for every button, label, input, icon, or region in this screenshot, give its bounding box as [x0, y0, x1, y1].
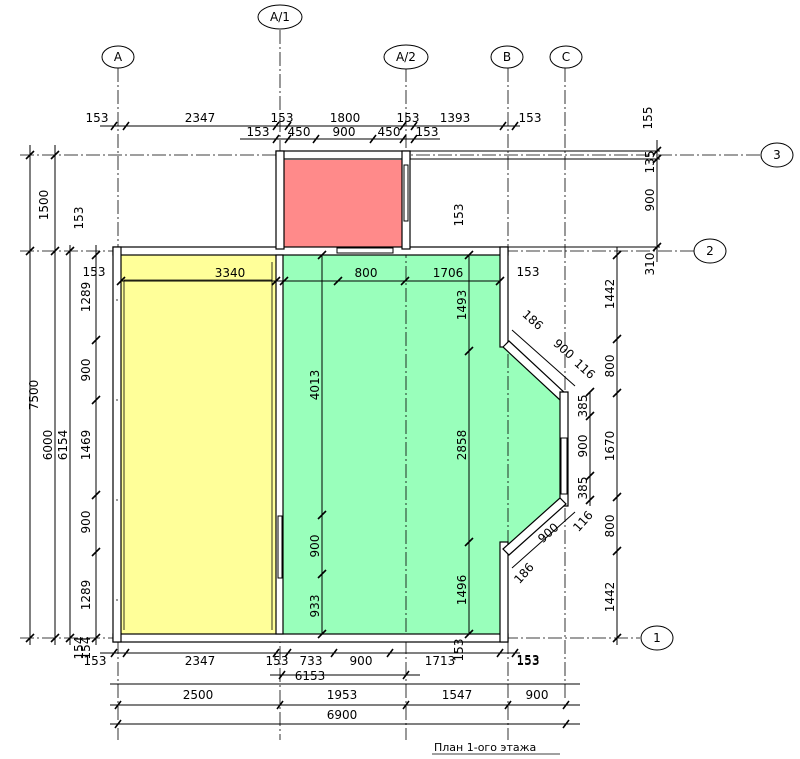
svg-text:6153: 6153	[295, 669, 326, 683]
dim-chain-bottom: 153 2347 153 733 900 1713 153 153 6153 2…	[72, 637, 580, 729]
svg-text:900: 900	[550, 336, 576, 362]
svg-text:A/1: A/1	[270, 10, 290, 24]
svg-text:186: 186	[511, 560, 537, 586]
svg-text:1670: 1670	[603, 431, 617, 462]
svg-text:2347: 2347	[185, 654, 216, 668]
room-porch-fill	[284, 160, 402, 248]
svg-text:385: 385	[576, 477, 590, 500]
plan-caption: План 1-ого этажа	[434, 741, 536, 754]
svg-text:900: 900	[79, 511, 93, 534]
svg-text:153: 153	[86, 111, 109, 125]
dim-chain-top: 153 2347 153 1800 153 1393 153 153 450 9…	[86, 107, 655, 144]
svg-text:1547: 1547	[442, 688, 473, 702]
svg-text:2500: 2500	[183, 688, 214, 702]
svg-text:3: 3	[773, 148, 781, 162]
svg-text:800: 800	[355, 266, 378, 280]
svg-text:1289: 1289	[79, 282, 93, 313]
svg-text:116: 116	[571, 356, 597, 382]
svg-text:1706: 1706	[433, 266, 464, 280]
svg-text:1800: 1800	[330, 111, 361, 125]
svg-text:1713: 1713	[425, 654, 456, 668]
axis-bubble-A: A	[101, 45, 135, 69]
svg-text:153: 153	[416, 125, 439, 139]
svg-text:7500: 7500	[27, 380, 41, 411]
svg-text:450: 450	[288, 125, 311, 139]
svg-text:933: 933	[308, 595, 322, 618]
svg-text:385: 385	[576, 395, 590, 418]
svg-text:153: 153	[247, 125, 270, 139]
svg-text:733: 733	[300, 654, 323, 668]
svg-text:153: 153	[397, 111, 420, 125]
svg-text:1442: 1442	[603, 279, 617, 310]
svg-text:116: 116	[570, 508, 596, 534]
svg-text:153: 153	[517, 265, 540, 279]
svg-text:900: 900	[79, 359, 93, 382]
room-main-fill	[283, 255, 560, 634]
svg-text:4013: 4013	[308, 370, 322, 401]
svg-text:1496: 1496	[455, 575, 469, 606]
svg-text:900: 900	[350, 654, 373, 668]
svg-text:900: 900	[526, 688, 549, 702]
svg-text:900: 900	[333, 125, 356, 139]
svg-text:1500: 1500	[37, 190, 51, 221]
svg-text:6900: 6900	[327, 708, 358, 722]
room-left-fill	[121, 255, 276, 634]
svg-text:2347: 2347	[185, 111, 216, 125]
svg-text:1469: 1469	[79, 430, 93, 461]
svg-text:153: 153	[83, 265, 106, 279]
svg-text:153: 153	[517, 654, 540, 668]
svg-text:153: 153	[452, 204, 466, 227]
svg-text:154: 154	[79, 637, 93, 660]
svg-text:155: 155	[641, 107, 655, 130]
svg-text:900: 900	[308, 535, 322, 558]
svg-text:450: 450	[378, 125, 401, 139]
svg-text:1: 1	[653, 631, 661, 645]
svg-text:153: 153	[517, 653, 540, 667]
axis-bubble-2: 2	[693, 238, 727, 264]
svg-text:153: 153	[72, 207, 86, 230]
axis-bubble-1: 1	[640, 625, 674, 651]
svg-text:310: 310	[643, 253, 657, 276]
svg-text:135: 135	[643, 151, 657, 174]
svg-text:153: 153	[266, 654, 289, 668]
dim-chain-left: 1500 153 7500 6000 6154 1289 900 1469 90…	[25, 145, 106, 660]
svg-text:3340: 3340	[215, 266, 246, 280]
svg-text:1442: 1442	[603, 582, 617, 613]
svg-text:1289: 1289	[79, 580, 93, 611]
svg-text:1393: 1393	[440, 111, 471, 125]
svg-text:153: 153	[84, 654, 107, 668]
svg-text:154: 154	[72, 637, 86, 660]
axis-bubble-3: 3	[760, 142, 794, 168]
svg-text:6154: 6154	[56, 430, 70, 461]
axis-bubble-A1: A/1	[257, 4, 303, 30]
svg-text:153: 153	[452, 639, 466, 662]
dim-interior: 3340 800 1706 153 4013 1493 2858 900 933…	[116, 204, 540, 639]
svg-text:900: 900	[643, 189, 657, 212]
svg-text:800: 800	[603, 355, 617, 378]
dim-chain-right: 135 900 310 1442 800 1670 800 1442 153	[410, 140, 662, 667]
axis-bubble-C: C	[549, 45, 583, 69]
svg-text:153: 153	[271, 111, 294, 125]
svg-text:1953: 1953	[327, 688, 358, 702]
svg-text:800: 800	[603, 515, 617, 538]
svg-text:2858: 2858	[455, 430, 469, 461]
svg-text:A/2: A/2	[396, 50, 416, 64]
svg-text:186: 186	[519, 307, 545, 333]
svg-text:153: 153	[519, 111, 542, 125]
svg-text:900: 900	[576, 435, 590, 458]
svg-text:B: B	[503, 50, 511, 64]
svg-text:6000: 6000	[41, 430, 55, 461]
svg-text:1493: 1493	[455, 290, 469, 321]
svg-text:2: 2	[706, 244, 714, 258]
svg-text:A: A	[114, 50, 123, 64]
svg-text:C: C	[562, 50, 570, 64]
axis-bubble-B: B	[490, 45, 524, 69]
axis-bubble-A2: A/2	[383, 44, 429, 70]
